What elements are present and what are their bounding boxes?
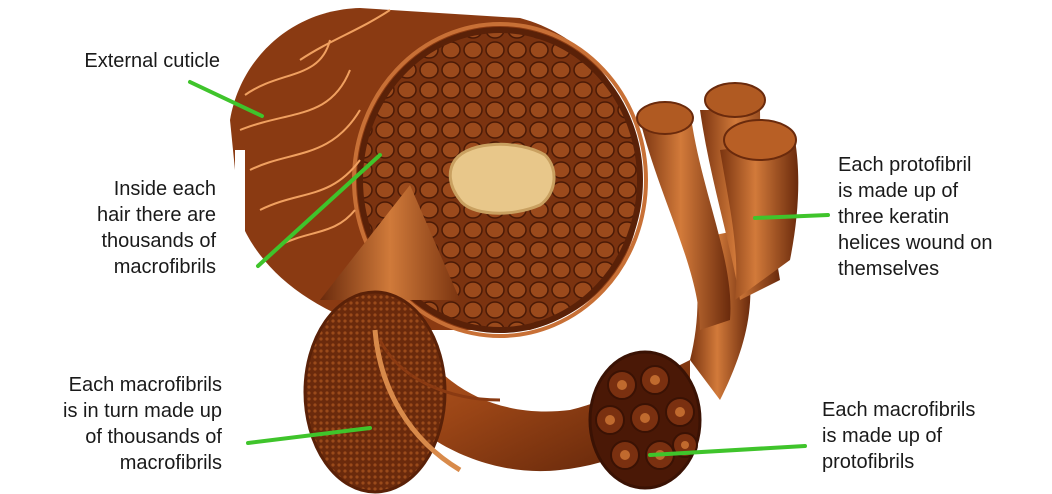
protofibril-strands: [637, 83, 798, 400]
macrofibril-end-section: [305, 292, 445, 492]
protofibril-bundle: [590, 352, 700, 488]
strand-top-1: [637, 102, 693, 134]
strand-top-2: [705, 83, 765, 117]
label-inside-each-hair: Inside each hair there are thousands of …: [40, 176, 216, 280]
strand-top-3: [724, 120, 796, 160]
label-external-cuticle: External cuticle: [20, 48, 220, 74]
label-macrofibrils-proto: Each macrofibrils is made up of protofib…: [822, 397, 1042, 475]
label-macrofibrils-turn: Each macrofibrils is in turn made up of …: [0, 372, 222, 476]
medulla: [450, 144, 554, 213]
label-protofibril: Each protofibril is made up of three ker…: [838, 152, 1043, 282]
